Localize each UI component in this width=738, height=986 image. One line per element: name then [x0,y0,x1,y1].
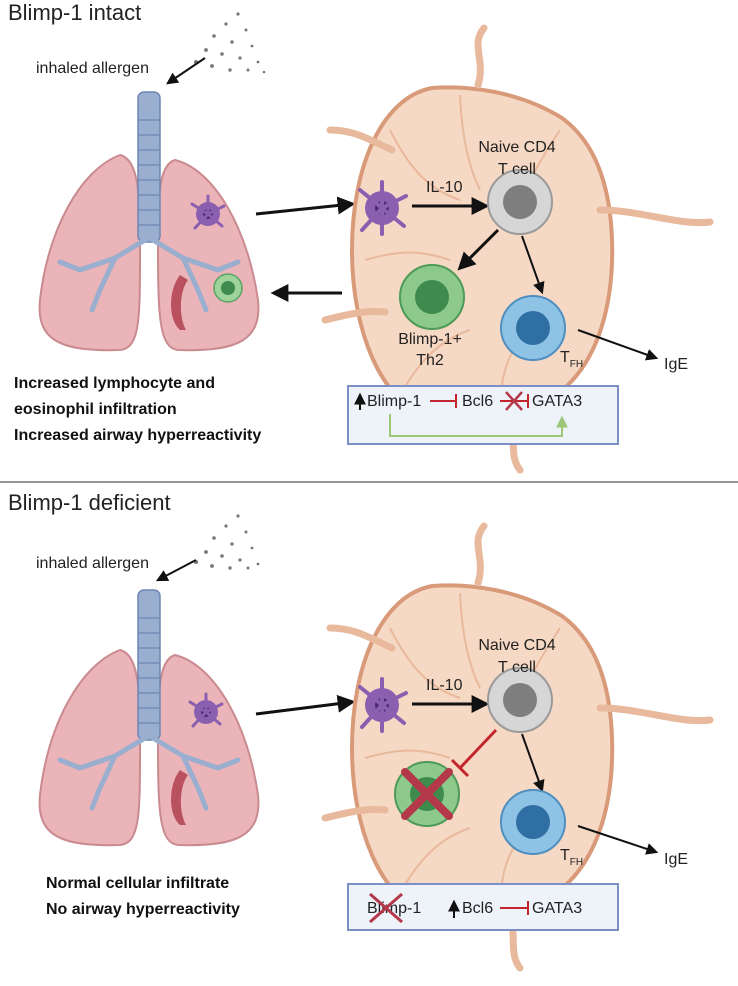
pathway-blimp1: Blimp-1 [367,393,421,410]
pathway-box: Blimp-1 Bcl6 GATA3 [347,385,619,445]
panel-title: Blimp-1 intact [8,0,141,25]
tfh-cell [500,789,566,855]
dendritic-cell-node [358,180,408,236]
outcome-line-1: Increased lymphocyte and [14,375,215,392]
lung-to-node-arrow [255,196,356,216]
th2-cell-lung [213,273,243,303]
cytokine-label: IL-10 [426,677,463,694]
pathway-bcl6: Bcl6 [462,393,493,410]
pathway-gata3: GATA3 [532,900,582,917]
cytokine-label: IL-10 [426,179,463,196]
inhibition-cross [505,391,523,411]
trachea [137,589,161,741]
trachea [137,91,161,243]
naive-to-th2-arrow [457,228,500,271]
bronchi [57,237,241,313]
outcome-line-2: No airway hyperreactivity [46,901,240,918]
tfh-to-ige-arrow [577,329,659,361]
lungs [38,589,260,847]
allergen-label: inhaled allergen [36,555,149,572]
blimp1-deletion-cross [369,892,403,924]
allergen-arrow [155,559,197,582]
lung-fold [171,770,188,825]
pathway-gata3: GATA3 [532,393,582,410]
naive-cell-label-1: Naive CD4 [478,637,555,654]
outcome-line-2: eosinophil infiltration [14,401,177,418]
outcome-line-1: Normal cellular infiltrate [46,875,229,892]
lung-to-node-arrow [255,694,356,716]
inhibition-bar [450,758,470,778]
pathway-box: Blimp-1 Bcl6 GATA3 [347,883,619,931]
naive-cd4-cell [487,169,553,235]
th2-cell-node [399,264,465,330]
dendritic-cell-lung [188,692,224,728]
dendritic-cell-lung [190,194,226,230]
naive-cell-label-2: T cell [498,161,536,178]
lungs [38,91,260,352]
ige-label: IgE [664,851,688,868]
allergen-arrow [166,57,206,85]
naive-to-th2-inhibition [458,728,498,770]
dendritic-cell-node [358,677,408,733]
naive-cd4-cell [487,667,553,733]
th2-label-2: Th2 [416,352,444,369]
naive-to-tfh-arrow [521,733,545,793]
allergen-particles [194,12,266,74]
lung-fold [171,275,188,330]
naive-cell-label-2: T cell [498,659,536,676]
ige-label: IgE [664,356,688,373]
panel-title: Blimp-1 deficient [8,490,171,515]
panel-deficient: Blimp-1 deficient inhaled allergen [8,490,714,972]
blimp-promotes-gata3 [389,414,568,437]
tfh-label: TFH [560,847,583,868]
pathway-bcl6: Bcl6 [462,900,493,917]
outcome-line-3: Increased airway hyperreactivity [14,427,261,444]
th2-deletion-cross [401,768,453,820]
tfh-cell [500,295,566,361]
allergen-particles [194,514,260,570]
right-lung [156,158,260,352]
naive-to-tfh-arrow [521,235,545,295]
bronchi [57,735,241,811]
tfh-to-ige-arrow [577,825,659,855]
tfh-label: TFH [560,349,583,370]
th2-label-1: Blimp-1+ [398,331,462,348]
allergen-label: inhaled allergen [36,60,149,77]
naive-cell-label-1: Naive CD4 [478,139,555,156]
th2-cell-node-deleted [394,761,460,827]
panel-intact: Blimp-1 intact inhaled allergen [8,0,714,474]
